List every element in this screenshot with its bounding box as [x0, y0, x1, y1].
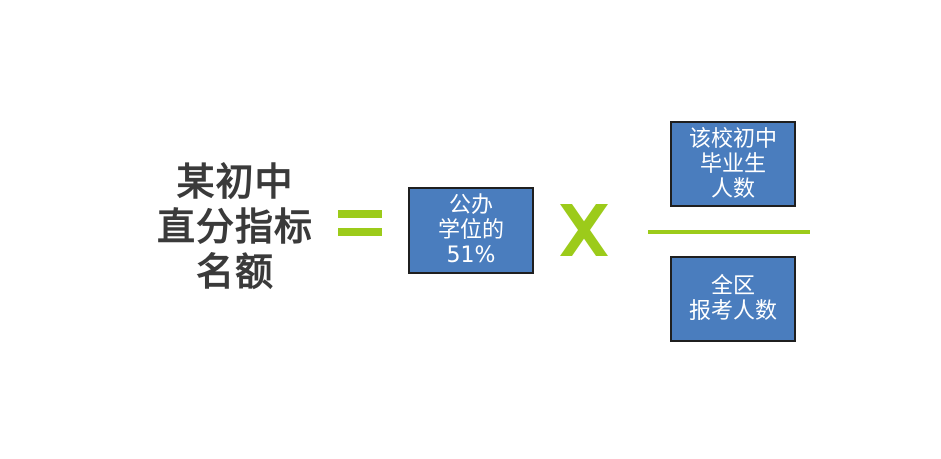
lhs-line-1: 某初中: [176, 160, 294, 204]
lhs-label: 某初中 直分指标 名额: [140, 160, 330, 295]
equals-sign-top-bar: [338, 210, 382, 218]
public-seats-line-1: 公办: [448, 193, 493, 218]
public-seats-line-2: 学位的: [437, 218, 504, 243]
lhs-line-3: 名额: [195, 250, 274, 294]
numerator-line-1: 该校初中: [688, 126, 777, 152]
public-seats-line-3: 51%: [446, 243, 496, 268]
fraction-line: [648, 230, 810, 234]
lhs-line-2: 直分指标: [156, 205, 313, 249]
public-seats-box: 公办 学位的 51%: [408, 187, 534, 274]
multiply-sign: [560, 204, 608, 256]
equals-sign-bottom-bar: [338, 228, 382, 236]
numerator-line-3: 人数: [710, 176, 755, 202]
multiply-stroke-b: [560, 204, 608, 256]
denominator-line-1: 全区: [710, 274, 755, 299]
denominator-box: 全区 报考人数: [670, 256, 796, 342]
numerator-box: 该校初中 毕业生 人数: [670, 121, 796, 207]
denominator-line-2: 报考人数: [688, 299, 777, 324]
numerator-line-2: 毕业生: [699, 151, 766, 177]
